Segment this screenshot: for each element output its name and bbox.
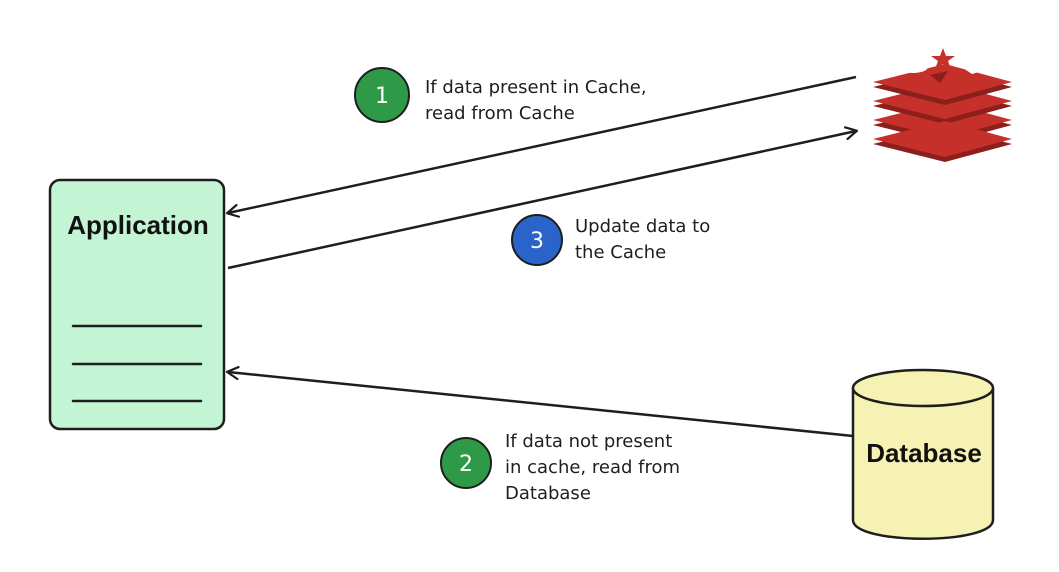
step-1-text-line-1: If data present in Cache,	[425, 77, 647, 98]
step-1-badge	[354, 67, 410, 123]
step-2: 2 If data not present in cache, read fro…	[440, 431, 680, 504]
arrow-database-to-application	[228, 372, 854, 438]
step-2-badge	[440, 437, 492, 489]
database-title: Database	[866, 438, 982, 468]
step-1-number: 1	[375, 84, 389, 109]
step-3-badge	[511, 214, 563, 266]
step-2-number: 2	[459, 452, 473, 477]
database-cylinder: Database	[851, 368, 995, 540]
redis-logo-icon	[873, 48, 1012, 162]
step-2-text-line-2: in cache, read from	[505, 457, 680, 478]
step-2-text-line-1: If data not present	[505, 431, 672, 452]
step-2-text-line-3: Database	[505, 483, 591, 504]
application-box: Application	[48, 178, 226, 431]
step-3: 3 Update data to the Cache	[511, 214, 710, 266]
arrow-application-to-cache	[227, 131, 856, 270]
step-1-text-line-2: read from Cache	[425, 103, 575, 124]
step-3-text-line-2: the Cache	[575, 242, 666, 263]
application-title: Application	[67, 210, 209, 240]
step-3-text-line-1: Update data to	[575, 216, 710, 237]
database-body	[851, 388, 995, 540]
step-3-number: 3	[530, 229, 544, 254]
database-top	[851, 368, 995, 408]
arrow-cache-to-application	[228, 75, 857, 213]
application-box-body	[48, 178, 226, 431]
step-1: 1 If data present in Cache, read from Ca…	[354, 67, 647, 124]
